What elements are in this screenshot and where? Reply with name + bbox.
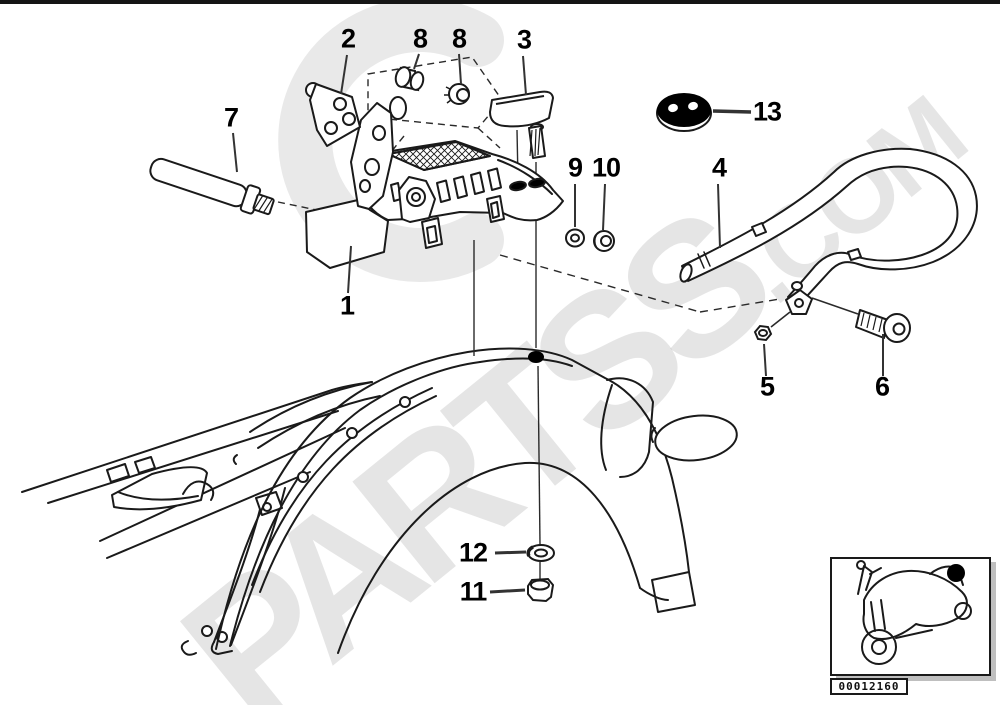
taillight [600,377,738,478]
construction-lines [277,56,859,580]
callout-label-9[interactable]: 9 [567,152,583,183]
callout-label-2[interactable]: 2 [340,23,356,54]
part-1-carrier [305,96,564,269]
callout-label-3[interactable]: 3 [516,24,532,55]
leader-line-12 [494,550,527,555]
part-2-bracket [305,82,361,147]
leader-line-7 [232,132,238,173]
licence-plate [651,571,696,613]
part-9-washer [565,228,585,248]
callout-label-8[interactable]: 8 [412,23,428,54]
diagram-location-dot [947,564,965,582]
callout-label-6[interactable]: 6 [874,371,890,402]
callout-label-8[interactable]: 8 [451,23,467,54]
leader-line-1 [347,245,352,294]
part-4-grab-rail [679,147,978,315]
callout-label-10[interactable]: 10 [591,152,621,183]
callout-label-4[interactable]: 4 [711,152,727,183]
callout-label-7[interactable]: 7 [223,102,239,133]
leader-line-13 [712,109,752,114]
callout-label-5[interactable]: 5 [759,371,775,402]
leader-line-8 [413,53,420,70]
callout-leader-lines [232,53,884,594]
leader-line-8 [458,53,462,85]
part-11-nut [527,577,555,603]
image-code-box: 00012160 [830,678,908,695]
part-7-handle [149,157,275,216]
part-5-nut [753,324,773,342]
frame-rails [21,381,373,656]
callout-label-12[interactable]: 12 [458,537,488,568]
leader-line-5 [763,343,767,377]
part-8-grommet [444,83,470,105]
part-13-cap [656,93,712,132]
image-code: 00012160 [838,680,900,693]
part-10-nut [593,230,615,252]
part-12-washer [526,544,555,562]
leader-line-11 [489,588,526,594]
rear-fender [215,347,738,654]
leader-line-3 [522,55,527,96]
callout-label-11[interactable]: 11 [459,576,488,607]
part-8-spacer [394,66,425,92]
leader-line-4 [717,183,721,249]
top-border [0,0,1000,4]
callout-label-1[interactable]: 1 [339,290,355,321]
part-3-pad-screw [489,90,554,159]
watermark-swoosh [278,0,504,282]
model-thumbnail[interactable] [830,557,996,681]
leader-line-10 [602,183,606,231]
motorcycle-sketch [856,560,972,665]
fender-mount-point [528,351,544,363]
callout-label-13[interactable]: 13 [752,96,782,127]
leader-line-2 [340,54,348,95]
